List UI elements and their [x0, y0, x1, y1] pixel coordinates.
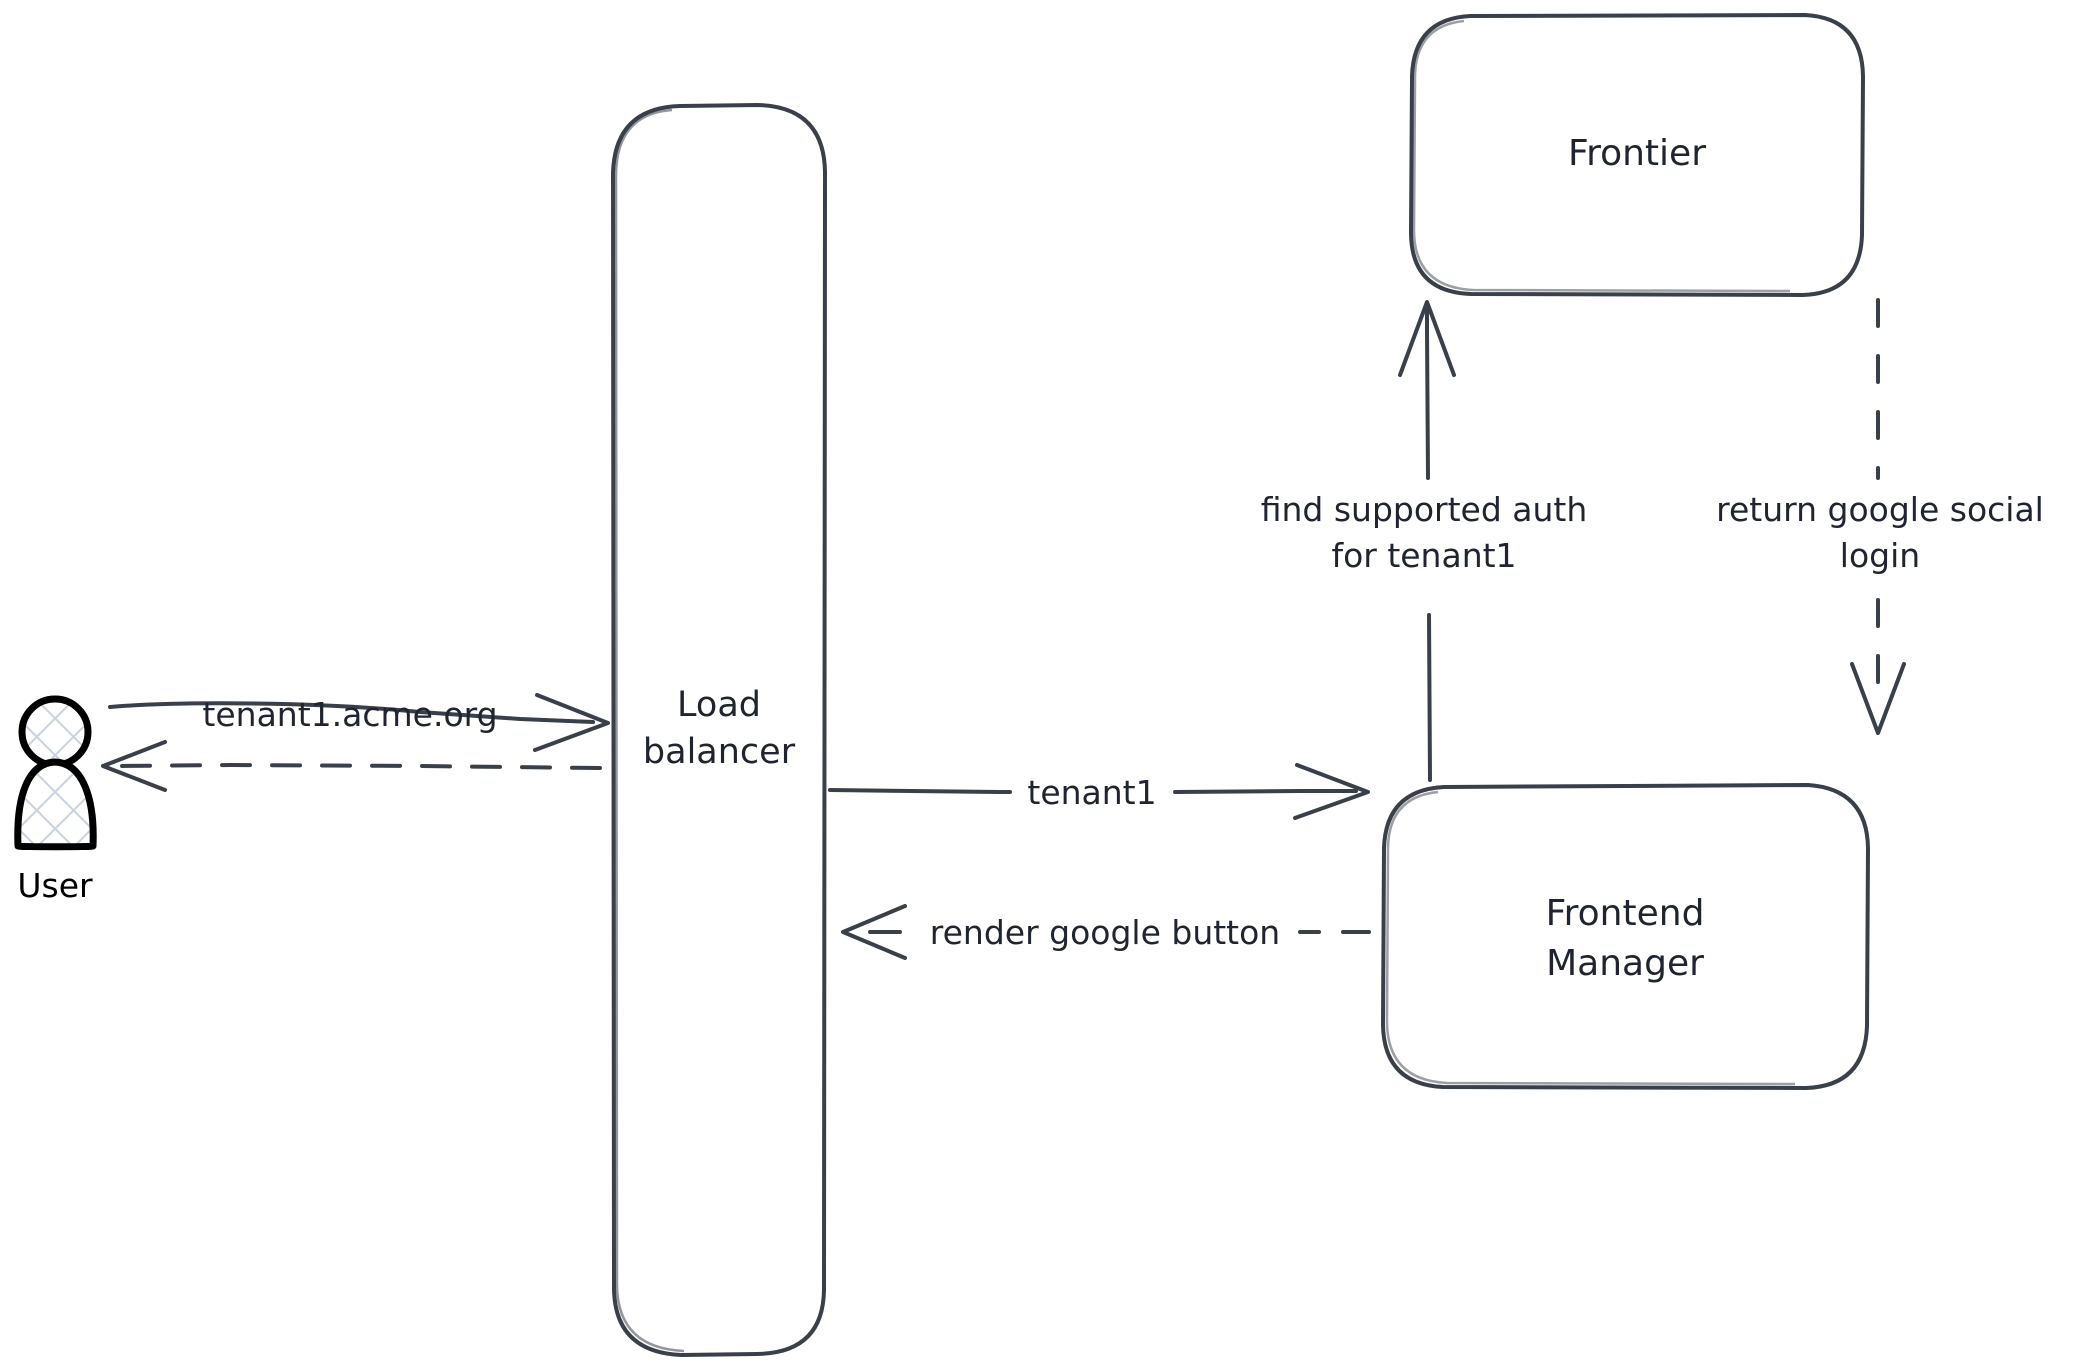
edge-fm-to-frontier-line-upper — [1425, 308, 1430, 480]
user-icon — [14, 695, 97, 851]
node-frontend-manager[interactable]: Frontend Manager — [1381, 783, 1870, 1090]
frontend-manager-shape — [1381, 783, 1870, 1090]
edge-lb-to-user-line — [118, 762, 602, 770]
edge-fm-to-lb-arrowhead — [841, 904, 907, 960]
frontend-manager-sketch-accent — [1385, 790, 1796, 1086]
frontier-shape — [1409, 13, 1865, 297]
edge-fm-to-frontier-line-lower — [1427, 613, 1432, 782]
load-balancer-sketch-accent — [614, 108, 685, 1353]
node-frontier[interactable]: Frontier — [1409, 13, 1865, 297]
edge-frontier-to-fm-arrowhead — [1850, 662, 1906, 735]
edge-lb-to-fm-line-right — [1173, 789, 1358, 794]
edge-load-balancer-to-user — [101, 740, 602, 792]
node-load-balancer[interactable]: Load balancer — [611, 103, 827, 1357]
load-balancer-shape — [611, 103, 827, 1357]
edge-lb-to-user-arrowhead — [101, 740, 167, 792]
edge-user-to-lb-line — [108, 701, 595, 724]
frontier-sketch-accent — [1412, 19, 1791, 293]
edge-lb-to-fm-arrowhead — [1293, 763, 1370, 820]
edge-fm-to-frontier-arrowhead — [1398, 300, 1456, 377]
edge-lb-to-fm-line-left — [828, 788, 1012, 794]
edge-user-to-lb-arrowhead — [533, 693, 610, 752]
